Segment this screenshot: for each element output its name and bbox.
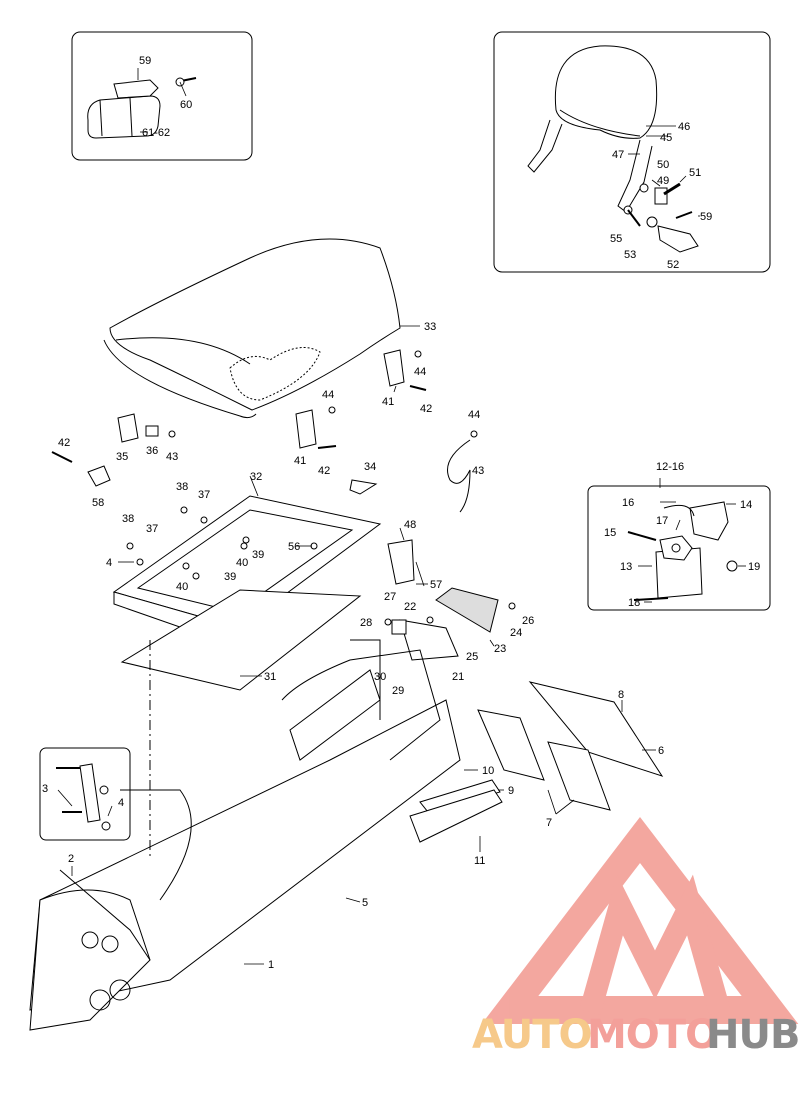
label-23: 23	[494, 643, 506, 655]
label-38-a: 38	[176, 481, 188, 493]
label-53: 53	[624, 249, 636, 261]
label-4: 4	[106, 557, 112, 569]
storage-tray	[112, 495, 382, 691]
label-43-c: 43	[472, 465, 484, 477]
label-41-a: 41	[382, 396, 394, 408]
label-38-b: 38	[122, 513, 134, 525]
label-33: 33	[424, 321, 436, 333]
inset-seat-cover	[71, 31, 253, 161]
inset-backrest	[493, 31, 771, 273]
label-36: 36	[146, 445, 158, 457]
label-3: 3	[42, 783, 48, 795]
label-10: 10	[482, 765, 494, 777]
watermark-moto: MOTO	[587, 1012, 718, 1058]
label-11: 11	[474, 855, 485, 867]
label-34: 34	[364, 461, 376, 473]
label-44-b: 44	[322, 389, 334, 401]
label-55: 55	[610, 233, 622, 245]
label-4-inset: 4	[118, 797, 124, 809]
label-8: 8	[618, 689, 624, 701]
label-56: 56	[288, 541, 300, 553]
label-9: 9	[508, 785, 514, 797]
watermark-text: AUTO MOTO HUB	[472, 1012, 800, 1058]
label-15: 15	[604, 527, 616, 539]
label-24: 24	[510, 627, 522, 639]
label-58: 58	[92, 497, 104, 509]
label-2: 2	[68, 853, 74, 865]
label-37-b: 37	[146, 523, 158, 535]
label-51: 51	[689, 167, 701, 179]
label-27: 27	[384, 591, 396, 603]
label-60: 60	[180, 99, 192, 111]
label-19: 19	[748, 561, 760, 573]
label-41-b: 41	[294, 455, 306, 467]
seat	[103, 238, 401, 419]
label-22: 22	[404, 601, 416, 613]
label-52: 52	[667, 259, 679, 271]
leader-lines	[57, 68, 746, 965]
snow-flaps	[409, 681, 664, 843]
taillight-assembly	[384, 539, 516, 661]
label-46: 46	[678, 121, 690, 133]
chassis-frame	[29, 639, 461, 1031]
part-labels: 59 60 61-62 46 45 47 50 49 51 59 55 53 5…	[42, 55, 760, 971]
label-28: 28	[360, 617, 372, 629]
label-48: 48	[404, 519, 416, 531]
watermark-auto: AUTO	[472, 1012, 592, 1058]
label-29: 29	[392, 685, 404, 697]
label-50: 50	[657, 159, 669, 171]
label-31: 31	[264, 671, 276, 683]
label-13: 13	[620, 561, 632, 573]
label-40-a: 40	[236, 557, 248, 569]
label-18: 18	[628, 597, 640, 609]
label-47: 47	[612, 149, 624, 161]
label-45: 45	[660, 132, 672, 144]
label-59: 59	[139, 55, 151, 67]
label-39-a: 39	[252, 549, 264, 561]
label-44-a: 44	[414, 366, 426, 378]
seat-brackets	[51, 349, 478, 513]
label-39-b: 39	[224, 571, 236, 583]
inset-taillight-bracket	[587, 485, 771, 611]
label-6: 6	[658, 745, 664, 757]
watermark-logo	[481, 816, 799, 1024]
label-59-backrest: 59	[700, 211, 712, 223]
label-44-c: 44	[468, 409, 480, 421]
label-16: 16	[622, 497, 634, 509]
label-32: 32	[250, 471, 262, 483]
label-1: 1	[268, 959, 274, 971]
label-26: 26	[522, 615, 534, 627]
label-17: 17	[656, 515, 668, 527]
label-7: 7	[546, 817, 552, 829]
label-12-16: 12-16	[656, 461, 684, 473]
label-42-c: 42	[58, 437, 70, 449]
label-42-b: 42	[318, 465, 330, 477]
label-35: 35	[116, 451, 128, 463]
label-57: 57	[430, 579, 442, 591]
label-42-a: 42	[420, 403, 432, 415]
label-30: 30	[374, 671, 386, 683]
label-49: 49	[657, 175, 669, 187]
watermark-hub: HUB	[706, 1012, 799, 1058]
label-14: 14	[740, 499, 752, 511]
label-61-62: 61-62	[142, 127, 170, 139]
label-25: 25	[466, 651, 478, 663]
label-40-b: 40	[176, 581, 188, 593]
inset-bolts	[39, 747, 131, 841]
label-21: 21	[452, 671, 464, 683]
label-5: 5	[362, 897, 368, 909]
label-43-a: 43	[166, 451, 178, 463]
label-37-a: 37	[198, 489, 210, 501]
